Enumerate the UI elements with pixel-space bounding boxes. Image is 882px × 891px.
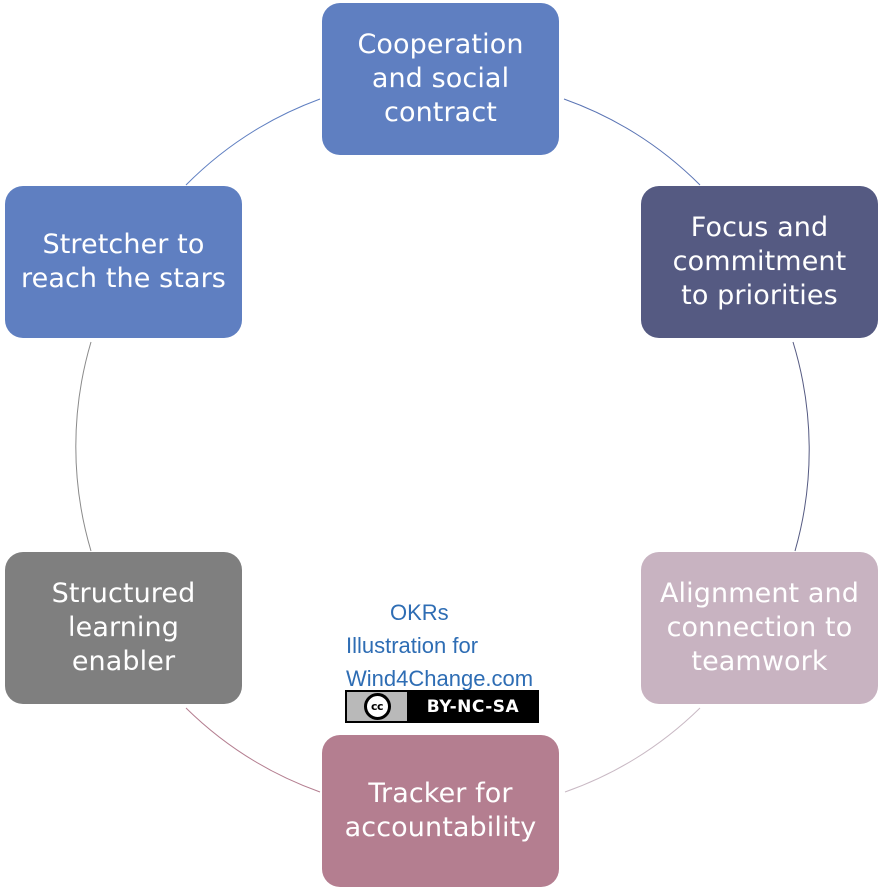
credit-site: Wind4Change.com [346,666,534,691]
node-tracker: Tracker for accountability [322,735,559,887]
license-label: BY-NC-SA [426,696,520,717]
connector-structured-stretcher [75,341,92,552]
node-stretcher: Stretcher to reach the stars [5,186,242,338]
license-badge: cc BY-NC-SA [345,690,539,723]
node-structured: Structured learning enabler [5,552,242,704]
cc-icon: cc [363,693,391,720]
connector-focus-alignment [792,341,810,552]
credit-subtitle: Illustration for [346,633,479,658]
node-cooperation: Cooperation and social contract [322,3,559,155]
node-focus: Focus and commitment to priorities [641,186,878,338]
node-alignment: Alignment and connection to teamwork [641,552,878,704]
connector-cooperation-focus [563,98,701,186]
credit-title: OKRs [390,600,449,625]
connector-alignment-tracker [564,707,701,793]
connector-tracker-structured [185,707,321,793]
connector-stretcher-cooperation [185,98,321,186]
credit-text: OKRs Illustration for Wind4Change.com [340,596,552,695]
